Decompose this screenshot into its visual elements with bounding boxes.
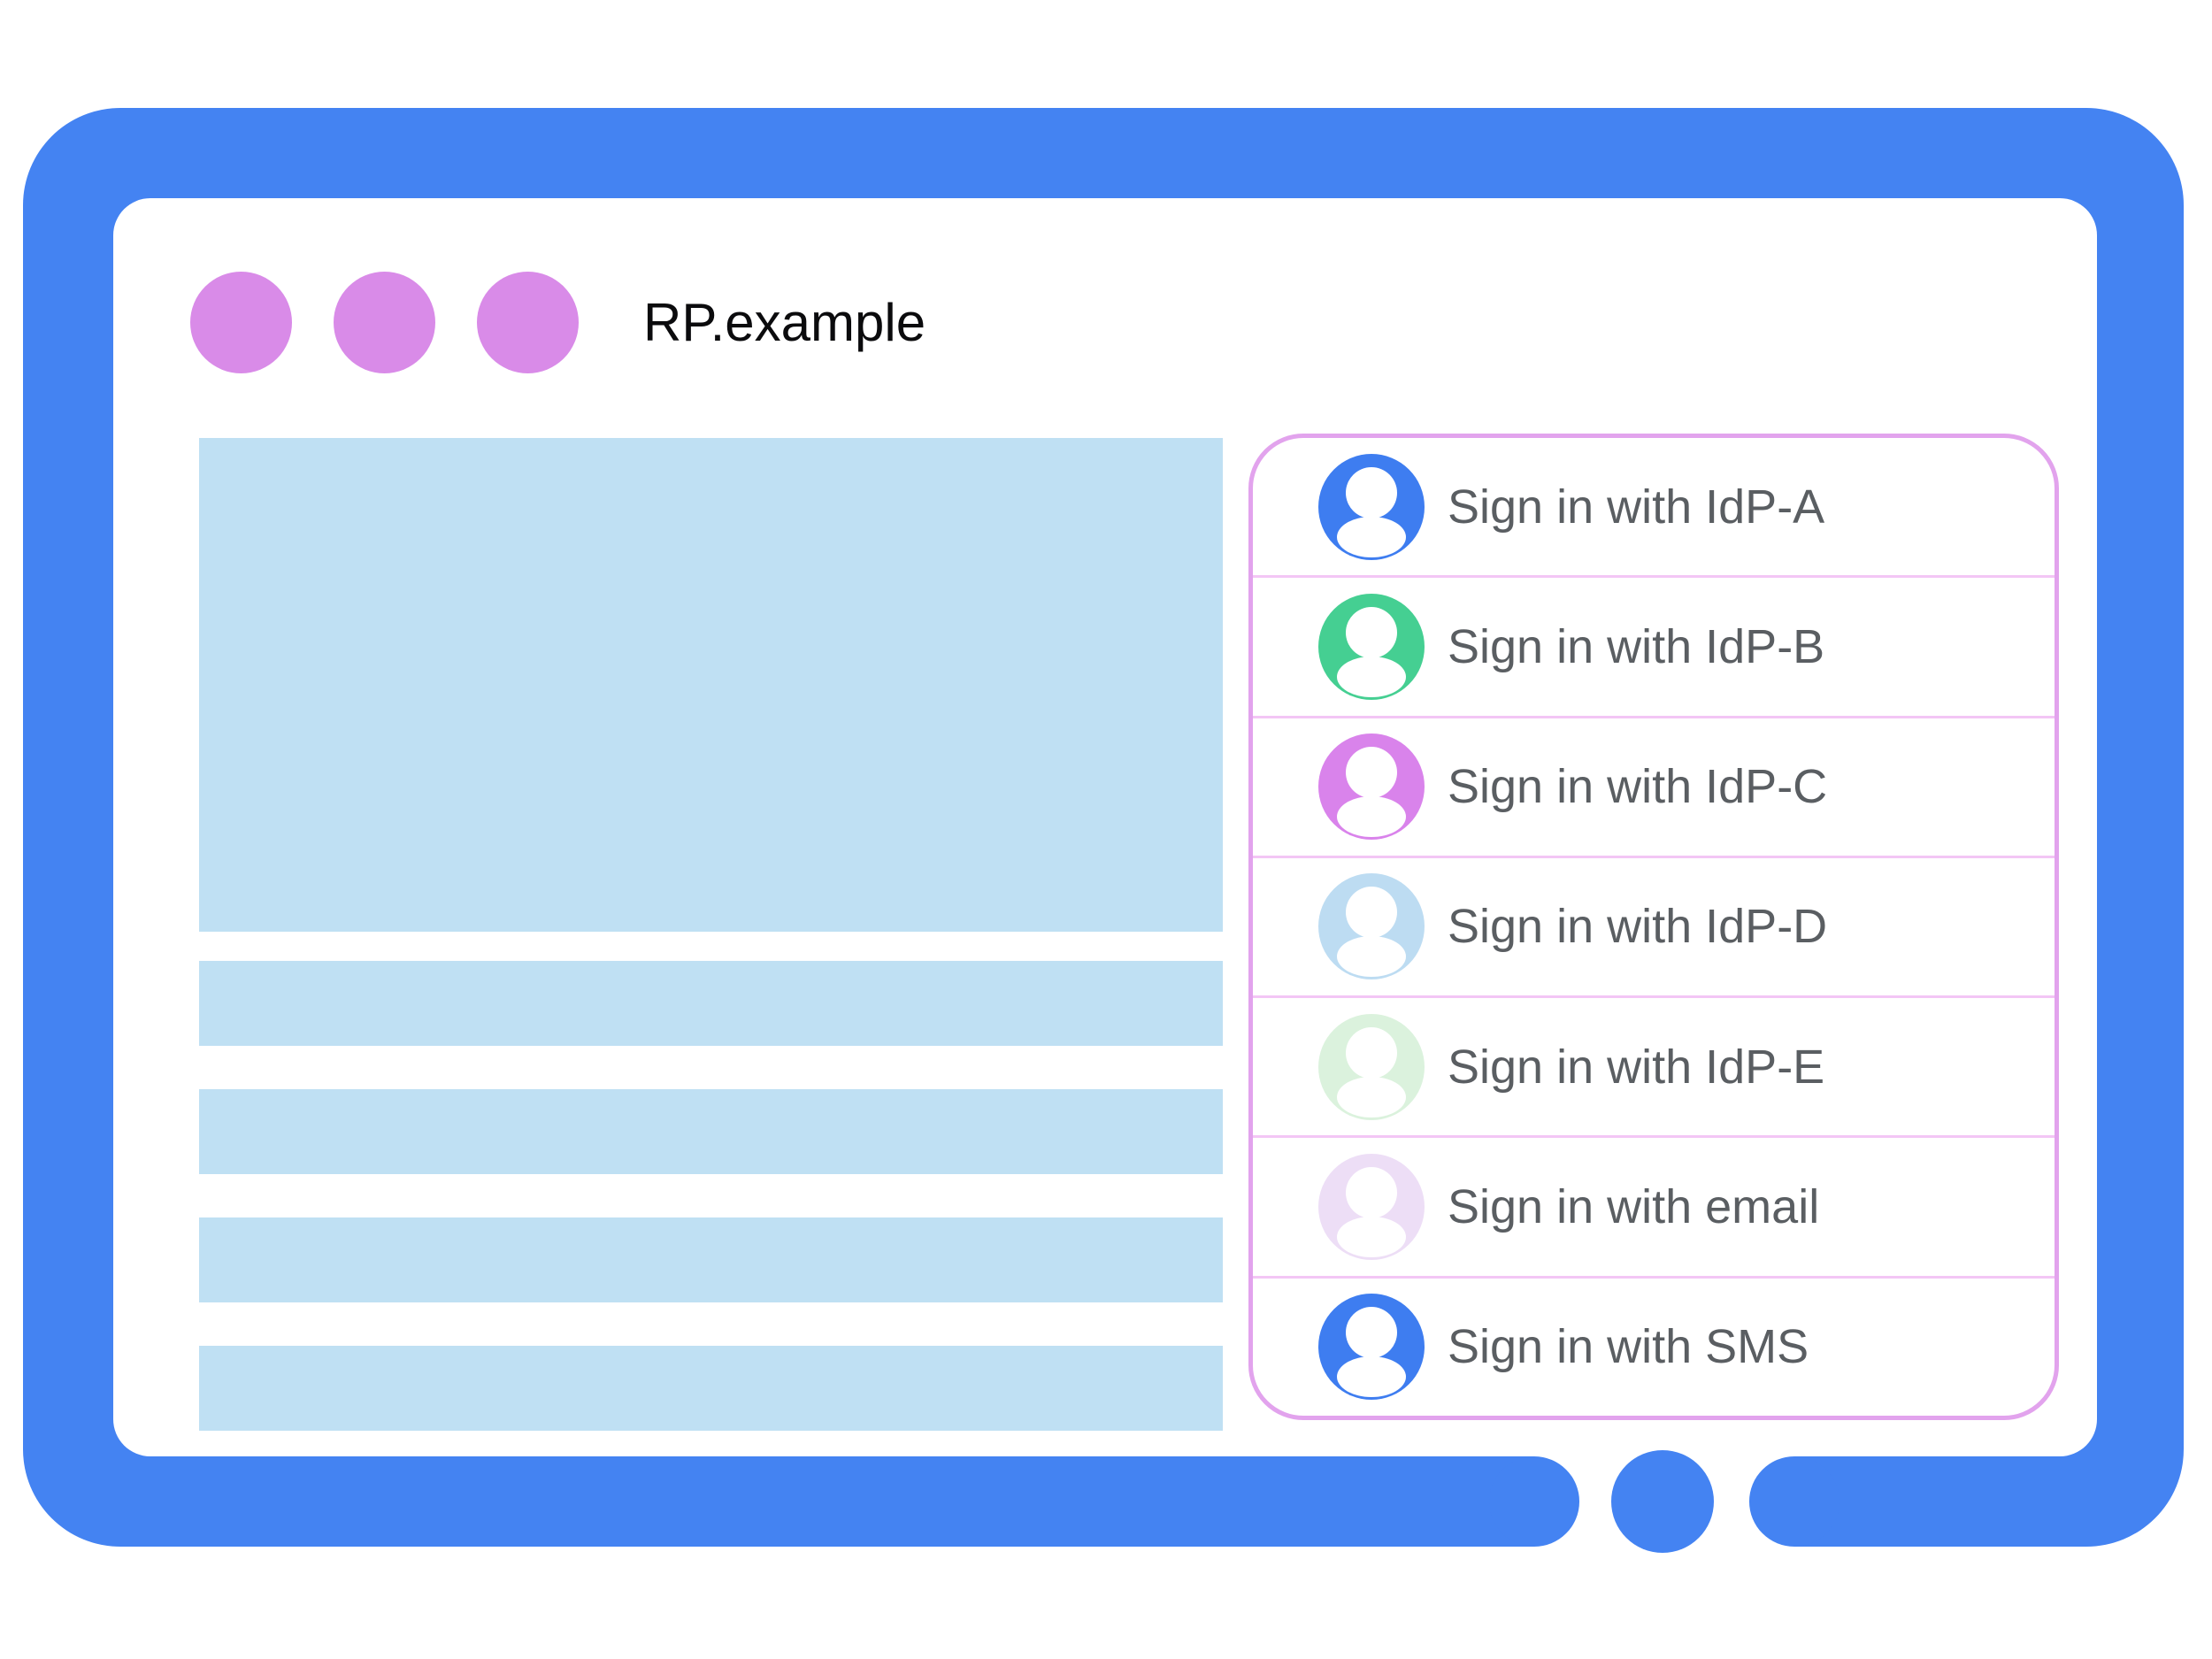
signin-option-label: Sign in with SMS: [1448, 1320, 1809, 1374]
content-text-bar: [199, 1089, 1223, 1174]
person-avatar-icon: [1318, 1154, 1425, 1261]
signin-option-sms[interactable]: Sign in with SMS: [1253, 1275, 2055, 1416]
bezel-bar-left-cap: [1489, 1456, 1579, 1547]
signin-option-label: Sign in with IdP-E: [1448, 1040, 1825, 1094]
signin-option-label: Sign in with IdP-B: [1448, 619, 1825, 673]
signin-option-label: Sign in with IdP-C: [1448, 760, 1828, 814]
signin-option-email[interactable]: Sign in with email: [1253, 1135, 2055, 1275]
signin-option-label: Sign in with IdP-A: [1448, 480, 1825, 534]
content-hero-placeholder: [199, 438, 1223, 932]
signin-option-idp-e[interactable]: Sign in with IdP-E: [1253, 995, 2055, 1135]
person-avatar-icon: [1318, 1294, 1425, 1401]
signin-option-idp-b[interactable]: Sign in with IdP-B: [1253, 575, 2055, 715]
signin-option-idp-a[interactable]: Sign in with IdP-A: [1253, 438, 2055, 575]
page-title: RP.example: [643, 293, 926, 352]
person-avatar-icon: [1318, 593, 1425, 700]
person-avatar-icon: [1318, 733, 1425, 841]
content-text-bar: [199, 1217, 1223, 1302]
window-dot-icon: [334, 272, 435, 373]
signin-option-idp-d[interactable]: Sign in with IdP-D: [1253, 855, 2055, 995]
signin-account-chooser: Sign in with IdP-A Sign in with IdP-B Si…: [1248, 434, 2059, 1420]
content-text-bar: [199, 1346, 1223, 1431]
signin-option-idp-c[interactable]: Sign in with IdP-C: [1253, 715, 2055, 856]
person-avatar-icon: [1318, 1013, 1425, 1120]
window-dot-icon: [190, 272, 292, 373]
person-avatar-icon: [1318, 873, 1425, 980]
signin-option-label: Sign in with email: [1448, 1180, 1820, 1234]
window-dot-icon: [477, 272, 579, 373]
bezel-bar-right-cap: [1749, 1456, 1839, 1547]
content-text-bar: [199, 961, 1223, 1046]
person-avatar-icon: [1318, 453, 1425, 560]
home-button[interactable]: [1611, 1450, 1714, 1553]
signin-option-label: Sign in with IdP-D: [1448, 900, 1828, 954]
